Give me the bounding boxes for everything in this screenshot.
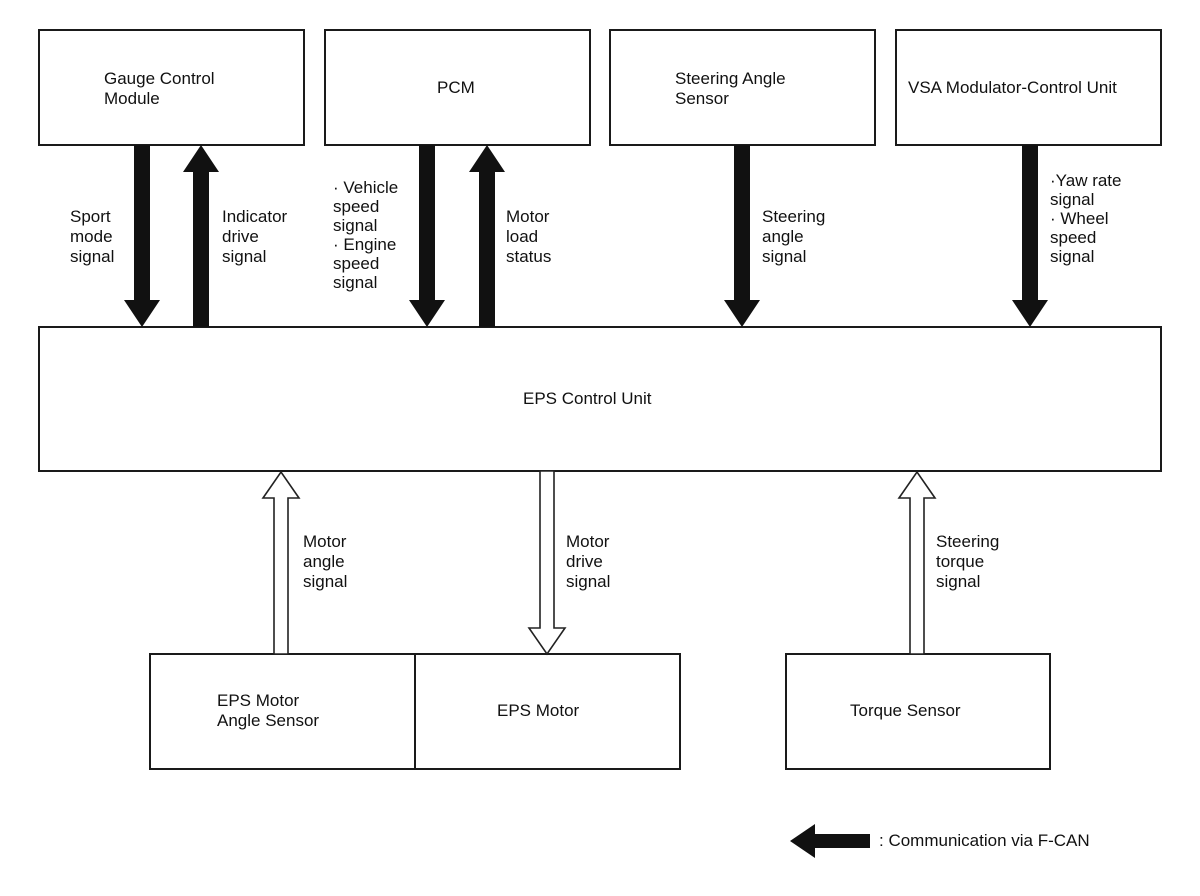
- indicator-drive-signal-label-line: drive: [222, 227, 259, 246]
- gauge-control-module-box: [38, 29, 305, 146]
- motor-angle-signal-label-line: signal: [303, 572, 347, 591]
- vehicle-engine-speed-signal-label-line: signal: [333, 273, 377, 292]
- legend-f-can-arrow-icon: [790, 824, 870, 858]
- motor-angle-signal-label-line: angle: [303, 552, 345, 571]
- vehicle-engine-speed-signal-label-line: · Engine: [333, 235, 396, 254]
- motor-drive-signal-arrow: [527, 470, 567, 656]
- yaw-wheel-speed-signal-label-line: ·Yaw rate: [1050, 171, 1122, 190]
- vehicle-engine-speed-signal-arrow: [409, 145, 445, 327]
- steering-angle-signal-label-line: signal: [762, 247, 806, 266]
- pcm-box: [324, 29, 591, 146]
- steering-angle-sensor-box: [609, 29, 876, 146]
- indicator-drive-signal-arrow: [183, 145, 219, 327]
- motor-drive-signal-label-line: drive: [566, 552, 603, 571]
- torque-sensor-label: Torque Sensor: [850, 701, 961, 720]
- vsa-modulator-control-unit-label: VSA Modulator-Control Unit: [908, 78, 1117, 97]
- vehicle-engine-speed-signal-label-line: speed: [333, 254, 379, 273]
- yaw-wheel-speed-signal-arrow: [1012, 145, 1048, 327]
- steering-angle-signal-label-line: angle: [762, 227, 804, 246]
- yaw-wheel-speed-signal-label-line: signal: [1050, 247, 1094, 266]
- motor-load-status-label-line: status: [506, 247, 551, 266]
- steering-angle-signal-arrow: [724, 145, 760, 327]
- eps-control-unit-box: [38, 326, 1162, 472]
- eps-motor-angle-sensor-box: [149, 653, 416, 770]
- yaw-wheel-speed-signal-label-line: signal: [1050, 190, 1094, 209]
- eps-motor-box: [414, 653, 681, 770]
- steering-angle-signal-label-line: Steering: [762, 207, 825, 226]
- indicator-drive-signal-label-line: Indicator: [222, 207, 288, 226]
- sport-mode-signal-label-line: Sport: [70, 207, 111, 226]
- vsa-modulator-control-unit-label-line: VSA Modulator-Control Unit: [908, 78, 1117, 97]
- motor-drive-signal-label-line: signal: [566, 572, 610, 591]
- motor-load-status-label-line: Motor: [506, 207, 550, 226]
- motor-load-status-arrow: [469, 145, 505, 327]
- eps-motor-label: EPS Motor: [497, 701, 580, 720]
- vehicle-engine-speed-signal-label-line: · Vehicle: [333, 178, 398, 197]
- sport-mode-signal-label-line: signal: [70, 247, 114, 266]
- vsa-modulator-control-unit-box: [895, 29, 1162, 146]
- eps-motor-angle-sensor-label-line: EPS Motor: [217, 691, 300, 710]
- gauge-control-module-label-line: Module: [104, 89, 160, 108]
- eps-control-unit-label: EPS Control Unit: [523, 389, 652, 408]
- gauge-control-module-label-line: Gauge Control: [104, 69, 215, 88]
- motor-load-status-label-line: load: [506, 227, 538, 246]
- vehicle-engine-speed-signal-label-line: speed: [333, 197, 379, 216]
- steering-torque-signal-label-line: torque: [936, 552, 984, 571]
- steering-torque-signal-label-line: signal: [936, 572, 980, 591]
- motor-angle-signal-arrow: [261, 470, 301, 655]
- pcm-label-line: PCM: [437, 78, 475, 97]
- eps-motor-angle-sensor-label-line: Angle Sensor: [217, 711, 319, 730]
- sport-mode-signal-label-line: mode: [70, 227, 113, 246]
- sport-mode-signal-arrow: [124, 145, 160, 327]
- yaw-wheel-speed-signal-label-line: · Wheel: [1050, 209, 1109, 228]
- steering-angle-sensor-label-line: Sensor: [675, 89, 729, 108]
- torque-sensor-label-line: Torque Sensor: [850, 701, 961, 720]
- steering-torque-signal-arrow: [897, 470, 937, 655]
- legend-f-can-label: : Communication via F-CAN: [879, 831, 1090, 850]
- yaw-wheel-speed-signal-label-line: speed: [1050, 228, 1096, 247]
- motor-angle-signal-label-line: Motor: [303, 532, 347, 551]
- eps-motor-label-line: EPS Motor: [497, 701, 580, 720]
- motor-drive-signal-label-line: Motor: [566, 532, 610, 551]
- torque-sensor-box: [785, 653, 1051, 770]
- steering-angle-sensor-label-line: Steering Angle: [675, 69, 786, 88]
- pcm-label: PCM: [437, 78, 475, 97]
- indicator-drive-signal-label-line: signal: [222, 247, 266, 266]
- vehicle-engine-speed-signal-label-line: signal: [333, 216, 377, 235]
- eps-control-unit-label-line: EPS Control Unit: [523, 389, 652, 408]
- steering-torque-signal-label-line: Steering: [936, 532, 999, 551]
